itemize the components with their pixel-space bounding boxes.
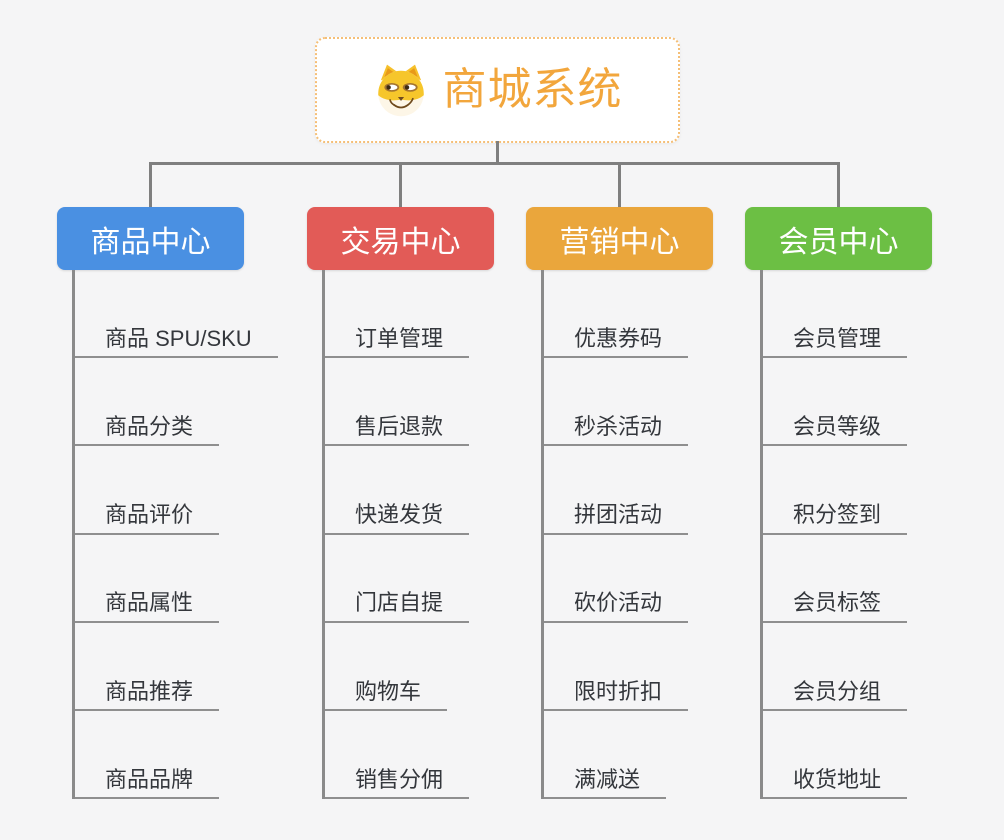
subtopic-row: 限时折扣 — [544, 623, 689, 711]
subtopic-row: 拼团活动 — [544, 446, 689, 535]
dog-face-icon — [373, 62, 429, 118]
branch-children: 商品 SPU/SKU 商品分类商品评价商品属性商品推荐商品品牌 — [72, 270, 278, 800]
branch-children: 优惠券码秒杀活动拼团活动砍价活动限时折扣满减送 — [541, 270, 689, 800]
subtopic-row: 销售分佣 — [325, 711, 470, 800]
subtopic[interactable]: 限时折扣 — [544, 679, 689, 711]
connector-branch-drop — [399, 162, 402, 207]
subtopic-row: 订单管理 — [325, 270, 470, 359]
subtopic-row: 会员等级 — [763, 358, 908, 447]
subtopic[interactable]: 积分签到 — [763, 502, 908, 535]
subtopic[interactable]: 会员分组 — [763, 679, 908, 711]
root-topic-title: 商城系统 — [442, 65, 623, 114]
subtopic[interactable]: 售后退款 — [325, 414, 470, 447]
subtopic[interactable]: 门店自提 — [325, 590, 470, 623]
subtopic[interactable]: 收货地址 — [763, 767, 908, 800]
subtopic-row: 商品评价 — [75, 446, 278, 535]
subtopic[interactable]: 商品品牌 — [75, 767, 220, 800]
connector-rail — [149, 162, 840, 165]
subtopic[interactable]: 商品属性 — [75, 590, 220, 623]
subtopic-row: 购物车 — [325, 623, 469, 711]
subtopic-row: 门店自提 — [325, 535, 470, 623]
subtopic[interactable]: 订单管理 — [325, 326, 470, 359]
subtopic[interactable]: 商品推荐 — [75, 679, 220, 711]
connector-root-stub — [496, 141, 499, 162]
subtopic-row: 会员分组 — [763, 623, 908, 711]
subtopic-row: 会员标签 — [763, 535, 908, 623]
subtopic-row: 商品 SPU/SKU — [75, 270, 278, 359]
subtopic[interactable]: 优惠券码 — [544, 326, 689, 359]
subtopic[interactable]: 会员标签 — [763, 590, 908, 623]
subtopic-row: 满减送 — [544, 711, 688, 800]
branch-children: 会员管理会员等级积分签到会员标签会员分组收货地址 — [760, 270, 908, 800]
subtopic[interactable]: 购物车 — [325, 679, 448, 711]
subtopic-row: 商品推荐 — [75, 623, 278, 711]
subtopic-row: 商品分类 — [75, 358, 278, 447]
branch-topic[interactable]: 营销中心 — [526, 207, 713, 270]
subtopic[interactable]: 会员管理 — [763, 326, 908, 359]
subtopic-row: 快递发货 — [325, 446, 470, 535]
subtopic-row: 会员管理 — [763, 270, 908, 359]
connector-branch-drop — [149, 162, 152, 207]
subtopic[interactable]: 会员等级 — [763, 414, 908, 447]
subtopic-row: 商品品牌 — [75, 711, 278, 800]
subtopic-row: 优惠券码 — [544, 270, 689, 359]
connector-branch-drop — [618, 162, 621, 207]
subtopic-row: 砍价活动 — [544, 535, 689, 623]
subtopic[interactable]: 销售分佣 — [325, 767, 470, 800]
branch-topic[interactable]: 交易中心 — [307, 207, 494, 270]
subtopic[interactable]: 拼团活动 — [544, 502, 689, 535]
subtopic[interactable]: 商品分类 — [75, 414, 220, 447]
branch-topic[interactable]: 商品中心 — [57, 207, 244, 270]
subtopic-row: 秒杀活动 — [544, 358, 689, 447]
subtopic-row: 售后退款 — [325, 358, 470, 447]
root-topic[interactable]: 商城系统 — [315, 37, 680, 143]
subtopic-row: 积分签到 — [763, 446, 908, 535]
subtopic[interactable]: 快递发货 — [325, 502, 470, 535]
branch-children: 订单管理售后退款快递发货门店自提购物车销售分佣 — [322, 270, 470, 800]
subtopic-row: 商品属性 — [75, 535, 278, 623]
subtopic[interactable]: 砍价活动 — [544, 590, 689, 623]
subtopic[interactable]: 满减送 — [544, 767, 667, 800]
subtopic-row: 收货地址 — [763, 711, 908, 800]
subtopic[interactable]: 商品 SPU/SKU — [75, 326, 278, 359]
connector-branch-drop — [837, 162, 840, 207]
subtopic[interactable]: 商品评价 — [75, 502, 220, 535]
subtopic[interactable]: 秒杀活动 — [544, 414, 689, 447]
branch-topic[interactable]: 会员中心 — [745, 207, 932, 270]
